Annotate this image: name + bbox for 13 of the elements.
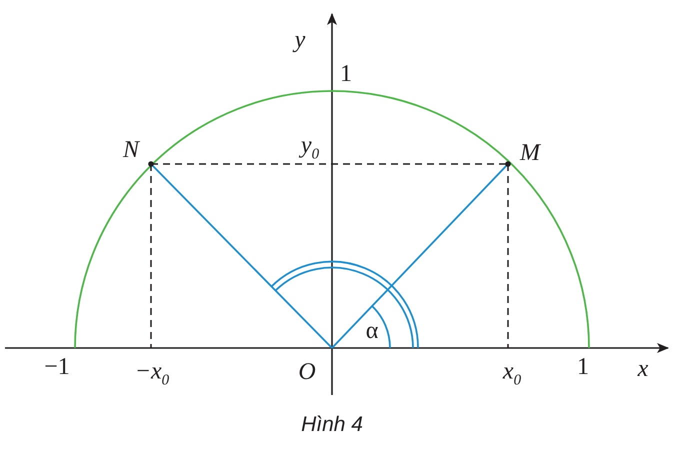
point-label: N <box>123 138 139 162</box>
figure-caption: Hình 4 <box>301 413 363 437</box>
coordinate-label: x$_{0}$ <box>502 360 522 388</box>
coordinate-label: y$_{0}$ <box>300 134 320 162</box>
angle-label: α <box>366 319 378 343</box>
coordinate-label: −x$_{0}$ <box>134 360 170 388</box>
tick-label: 1 <box>577 355 589 379</box>
tick-label: 1 <box>340 62 352 86</box>
point-label: O <box>298 360 316 384</box>
tick-label: −1 <box>44 355 70 379</box>
point-label: M <box>520 141 540 165</box>
axis-label: x <box>638 357 648 381</box>
axis-label: y <box>294 28 306 52</box>
